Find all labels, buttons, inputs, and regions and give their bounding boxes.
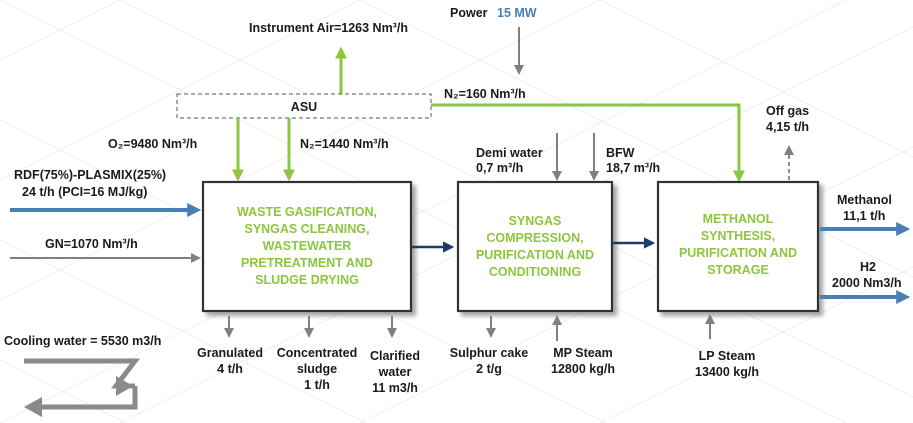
sulphur-label-line1: Sulphur cake: [450, 346, 529, 360]
compression-text-3: PURIFICATION AND: [476, 248, 594, 262]
cooling-water-in-arrowhead: [116, 376, 133, 396]
gasification-text-2: SYNGAS CLEANING,: [244, 222, 369, 236]
lp-steam-label-line2: 13400 kg/h: [695, 365, 759, 379]
gasification-box: [201, 180, 413, 313]
methanol-text-1: METHANOL: [703, 212, 774, 226]
bfw-label-line2: 18,7 m³/h: [606, 161, 660, 175]
power-label: Power: [450, 6, 488, 20]
n2-top-label: N₂=160 Nm³/h: [444, 87, 526, 101]
mp-steam-label-line1: MP Steam: [553, 346, 613, 360]
sludge-label-line2: sludge: [297, 362, 337, 376]
compression-text-1: SYNGAS: [509, 214, 562, 228]
rdf-label-line1: RDF(75%)-PLASMIX(25%): [14, 168, 166, 182]
cooling-water-out-line: [40, 386, 138, 410]
sulphur-label-line2: 2 t/g: [476, 362, 502, 376]
offgas-label-line2: 4,15 t/h: [766, 120, 809, 134]
methanol-box: [656, 180, 820, 313]
h2-output-line2: 2000 Nm3/h: [832, 276, 901, 290]
gasification-text-1: WASTE GASIFICATION,: [237, 205, 377, 219]
granulated-label-line1: Granulated: [197, 346, 263, 360]
gasification-text-3: WASTEWATER: [263, 239, 352, 253]
demi-water-label-line2: 0,7 m³/h: [476, 161, 523, 175]
n2-asu-label: N₂=1440 Nm³/h: [300, 137, 389, 151]
h2-output-line1: H2: [860, 260, 876, 274]
clarified-label-line2: water: [378, 365, 412, 379]
sludge-label-line1: Concentrated: [277, 346, 358, 360]
power-value: 15 MW: [497, 6, 537, 20]
granulated-label-line2: 4 t/h: [217, 362, 243, 376]
offgas-label-line1: Off gas: [766, 104, 809, 118]
methanol-text-2: SYNTHESIS,: [701, 229, 775, 243]
sludge-label-line3: 1 t/h: [304, 378, 330, 392]
cooling-water-label: Cooling water = 5530 m3/h: [4, 334, 161, 348]
compression-text-4: CONDITIONING: [489, 265, 581, 279]
n2-top-arrow: [431, 103, 745, 183]
mp-steam-label-line2: 12800 kg/h: [551, 362, 615, 376]
clarified-label-line3: 11 m3/h: [372, 381, 418, 395]
clarified-label-line1: Clarified: [370, 349, 420, 363]
rdf-label-line2: 24 t/h (PCI=16 MJ/kg): [22, 185, 147, 199]
compression-box: [456, 180, 614, 313]
gn-label: GN=1070 Nm³/h: [45, 237, 138, 251]
bfw-label-line1: BFW: [606, 146, 635, 160]
lp-steam-label-line1: LP Steam: [699, 349, 756, 363]
methanol-output-line2: 11,1 t/h: [843, 209, 885, 223]
cooling-water-out-arrowhead: [24, 397, 42, 417]
demi-water-label-line1: Demi water: [476, 146, 543, 160]
gasification-text-4: PRETREATMENT AND: [241, 256, 373, 270]
compression-text-2: COMPRESSION,: [486, 231, 583, 245]
instrument-air-label: Instrument Air=1263 Nm³/h: [249, 21, 408, 35]
o2-label: O₂=9480 Nm³/h: [108, 137, 197, 151]
methanol-output-line1: Methanol: [837, 193, 892, 207]
gasification-text-5: SLUDGE DRYING: [255, 273, 359, 287]
methanol-text-3: PURIFICATION AND: [679, 246, 797, 260]
methanol-text-4: STORAGE: [707, 263, 769, 277]
asu-label: ASU: [291, 100, 317, 114]
